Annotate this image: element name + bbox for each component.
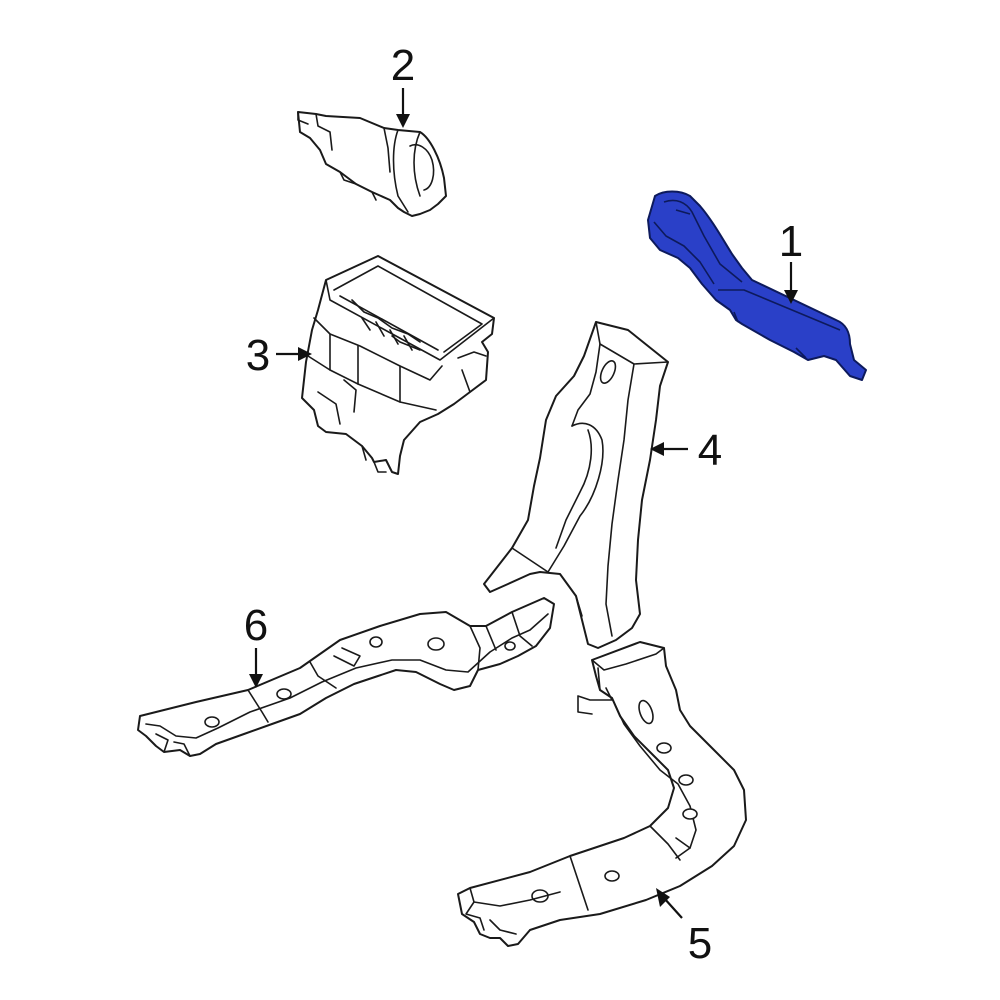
callout-number-6: 6 <box>244 601 268 650</box>
callout-number-5: 5 <box>688 919 712 968</box>
callout-1 <box>784 262 798 304</box>
part-6-rear-duct[interactable] <box>137 597 555 757</box>
part-3-heater-box[interactable] <box>301 255 495 475</box>
callout-number-1: 1 <box>779 217 803 266</box>
callout-number-2: 2 <box>391 41 415 90</box>
callout-5 <box>656 888 683 919</box>
part-5-floor-duct[interactable] <box>457 641 747 947</box>
part-2-vent-nozzle[interactable] <box>297 111 447 217</box>
callout-3 <box>276 347 312 361</box>
callout-4 <box>650 442 688 456</box>
callout-2 <box>396 88 410 128</box>
callout-number-4: 4 <box>698 426 722 475</box>
part-4-vertical-duct[interactable] <box>483 321 669 649</box>
part-1-duct[interactable] <box>647 190 867 381</box>
callout-number-3: 3 <box>246 331 270 380</box>
callout-6 <box>249 648 263 688</box>
